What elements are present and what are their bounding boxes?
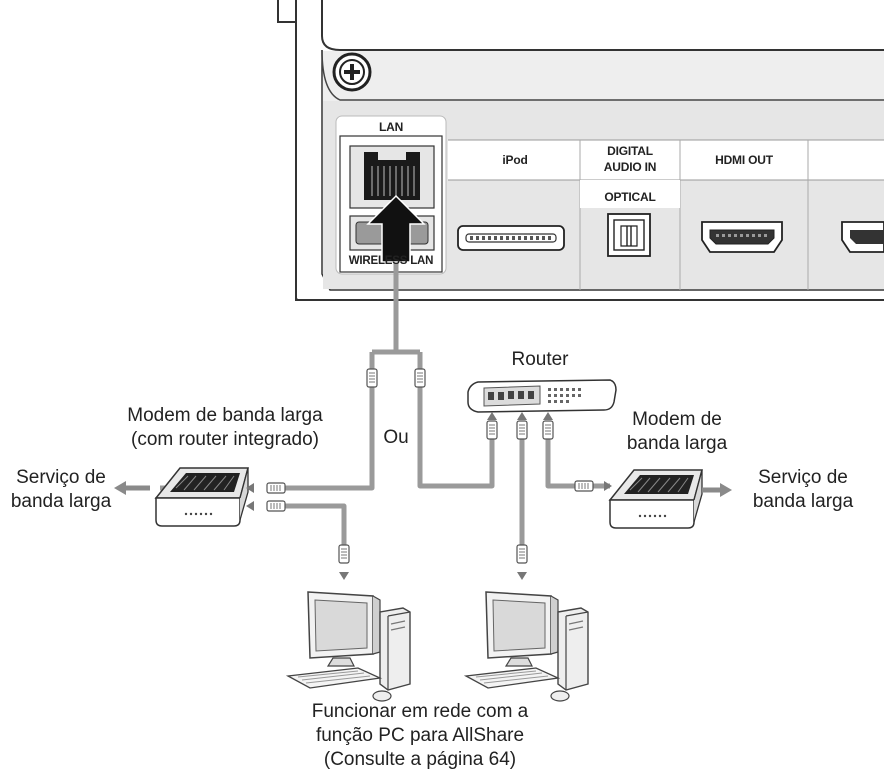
computer-icon — [465, 591, 589, 702]
arrow-icon — [702, 483, 732, 497]
computer-icon — [287, 591, 411, 702]
router-label: Router — [511, 349, 569, 370]
service-left-label-line1: Serviço de — [16, 467, 106, 488]
service-right-label-line1: Serviço de — [758, 467, 848, 488]
arrow-icon — [114, 481, 150, 495]
modem-icon — [609, 469, 703, 529]
arrow-icon — [487, 412, 553, 420]
rear-panel — [277, 0, 884, 301]
ethernet-plug-icon — [542, 420, 554, 440]
ethernet-plug-icon — [414, 368, 426, 388]
hdmi-port-icon — [841, 221, 884, 253]
ethernet-plug-icon — [516, 420, 528, 440]
ethernet-plug-icon — [486, 420, 498, 440]
ou-label: Ou — [383, 427, 409, 448]
router-icon — [467, 379, 617, 413]
hdmi-out-label: HDMI OUT — [715, 153, 773, 167]
lan-label: LAN — [378, 120, 404, 134]
caption-line2: função PC para AllShare — [315, 725, 525, 746]
arrow-icon — [339, 572, 527, 580]
service-left-label-line2: banda larga — [10, 491, 112, 512]
optical-label: OPTICAL — [604, 190, 656, 204]
modem-icon — [155, 467, 249, 527]
ipod-label: iPod — [502, 153, 528, 167]
lan-port-icon — [349, 145, 435, 209]
hdmi-port-icon — [701, 221, 783, 253]
arrow-icon — [366, 194, 426, 263]
modem-router-label-line1: Modem de banda larga — [127, 405, 323, 426]
modem-right-label-line2: banda larga — [626, 433, 728, 454]
digital-audio-in-label-line2: AUDIO IN — [603, 160, 657, 174]
ethernet-plug-icon — [366, 368, 378, 388]
modem-right-label-line1: Modem de — [632, 409, 722, 430]
arrow-icon — [246, 483, 254, 511]
ethernet-plug-icon — [266, 500, 286, 512]
wireless-lan-label: WIRELESS LAN — [348, 255, 434, 267]
digital-audio-in-label-line1: DIGITAL — [607, 144, 653, 158]
ethernet-plug-icon — [338, 544, 350, 564]
ipod-port-icon — [457, 225, 565, 251]
ethernet-plug-icon — [266, 482, 286, 494]
optical-port-icon — [607, 213, 651, 257]
arrow-icon — [604, 481, 612, 491]
ethernet-plug-icon — [516, 544, 528, 564]
caption-line1: Funcionar em rede com a — [311, 701, 529, 722]
modem-router-label-line2: (com router integrado) — [131, 429, 319, 450]
service-right-label-line2: banda larga — [752, 491, 854, 512]
ethernet-plug-icon — [574, 480, 594, 492]
screw-icon — [332, 52, 372, 92]
caption-line3: (Consulte a página 64) — [323, 749, 517, 770]
